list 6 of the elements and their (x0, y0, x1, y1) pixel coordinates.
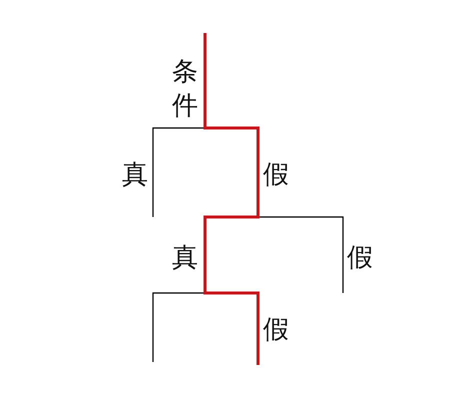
branch-label: 真 (171, 242, 199, 275)
branch-label: 真 (121, 159, 149, 192)
branch-label: 假 (346, 242, 374, 275)
branch-label: 假 (262, 314, 290, 347)
branch-label: 假 (262, 159, 290, 192)
branch-label: 条件 (171, 56, 199, 123)
